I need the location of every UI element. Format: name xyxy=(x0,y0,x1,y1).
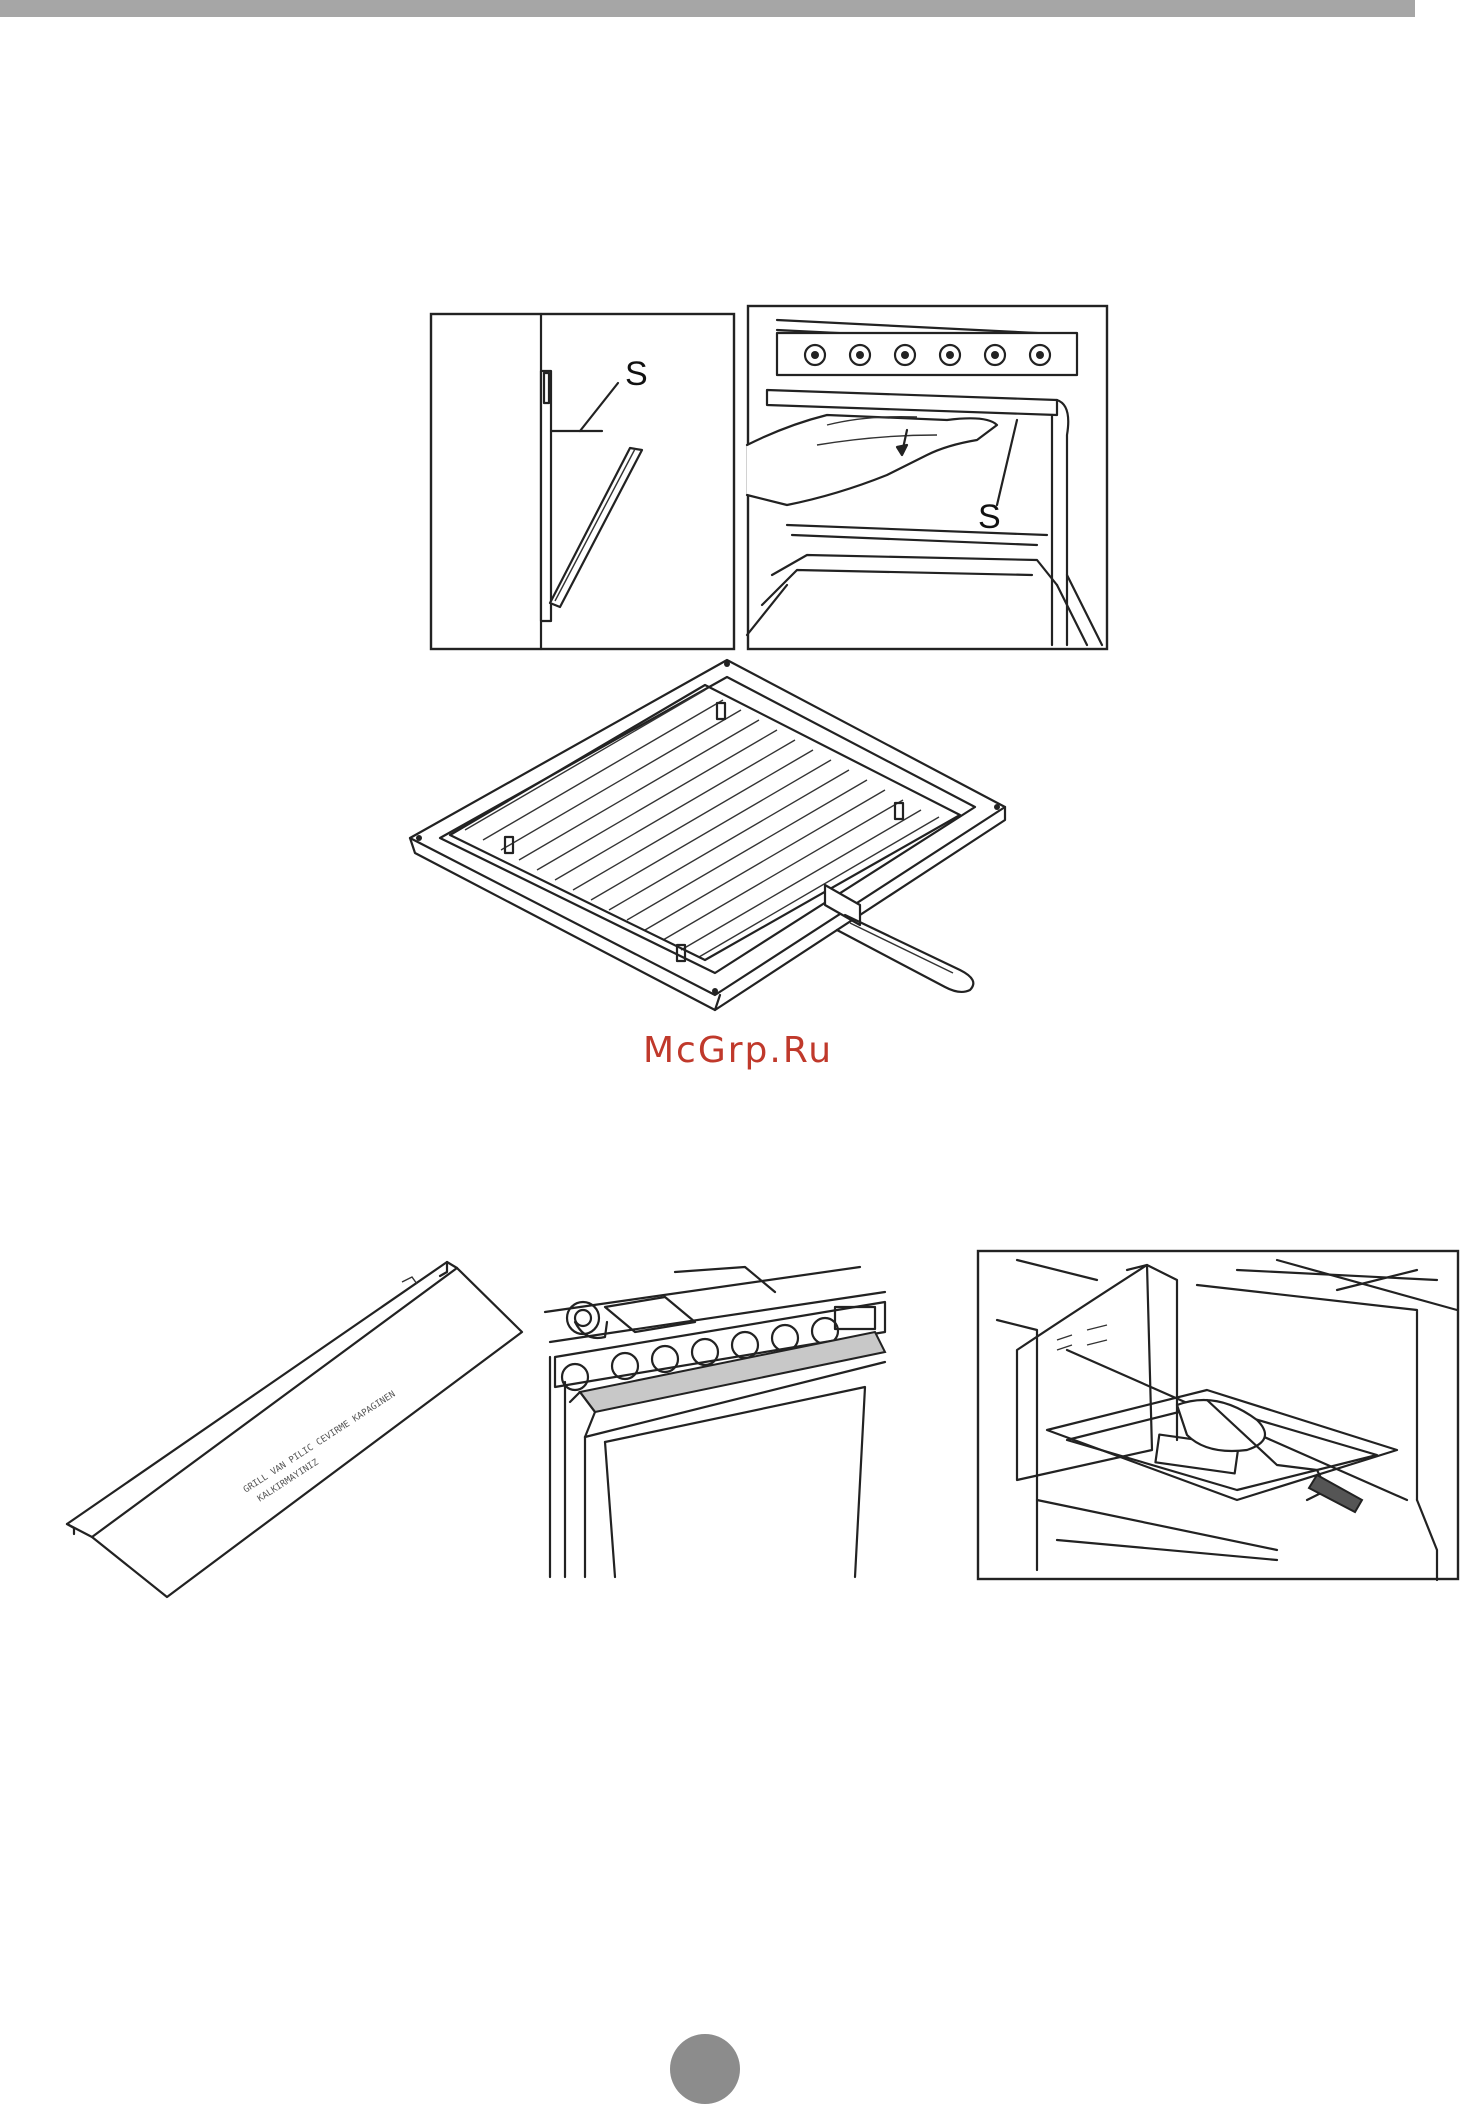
hinge-side-view-figure xyxy=(430,313,735,650)
rotisserie-figure xyxy=(977,1250,1459,1580)
cooker-with-deflector-figure xyxy=(545,1262,890,1577)
label-s-right: S xyxy=(978,498,1001,537)
label-s-left: S xyxy=(625,355,648,394)
header-bar xyxy=(0,0,1415,17)
grill-tray-figure xyxy=(405,655,1005,1015)
watermark: McGrp.Ru xyxy=(0,1030,1476,1071)
deflector-plate-figure xyxy=(62,1262,532,1598)
oven-front-removal-figure xyxy=(747,305,1108,650)
page-number-marker xyxy=(670,2034,740,2104)
